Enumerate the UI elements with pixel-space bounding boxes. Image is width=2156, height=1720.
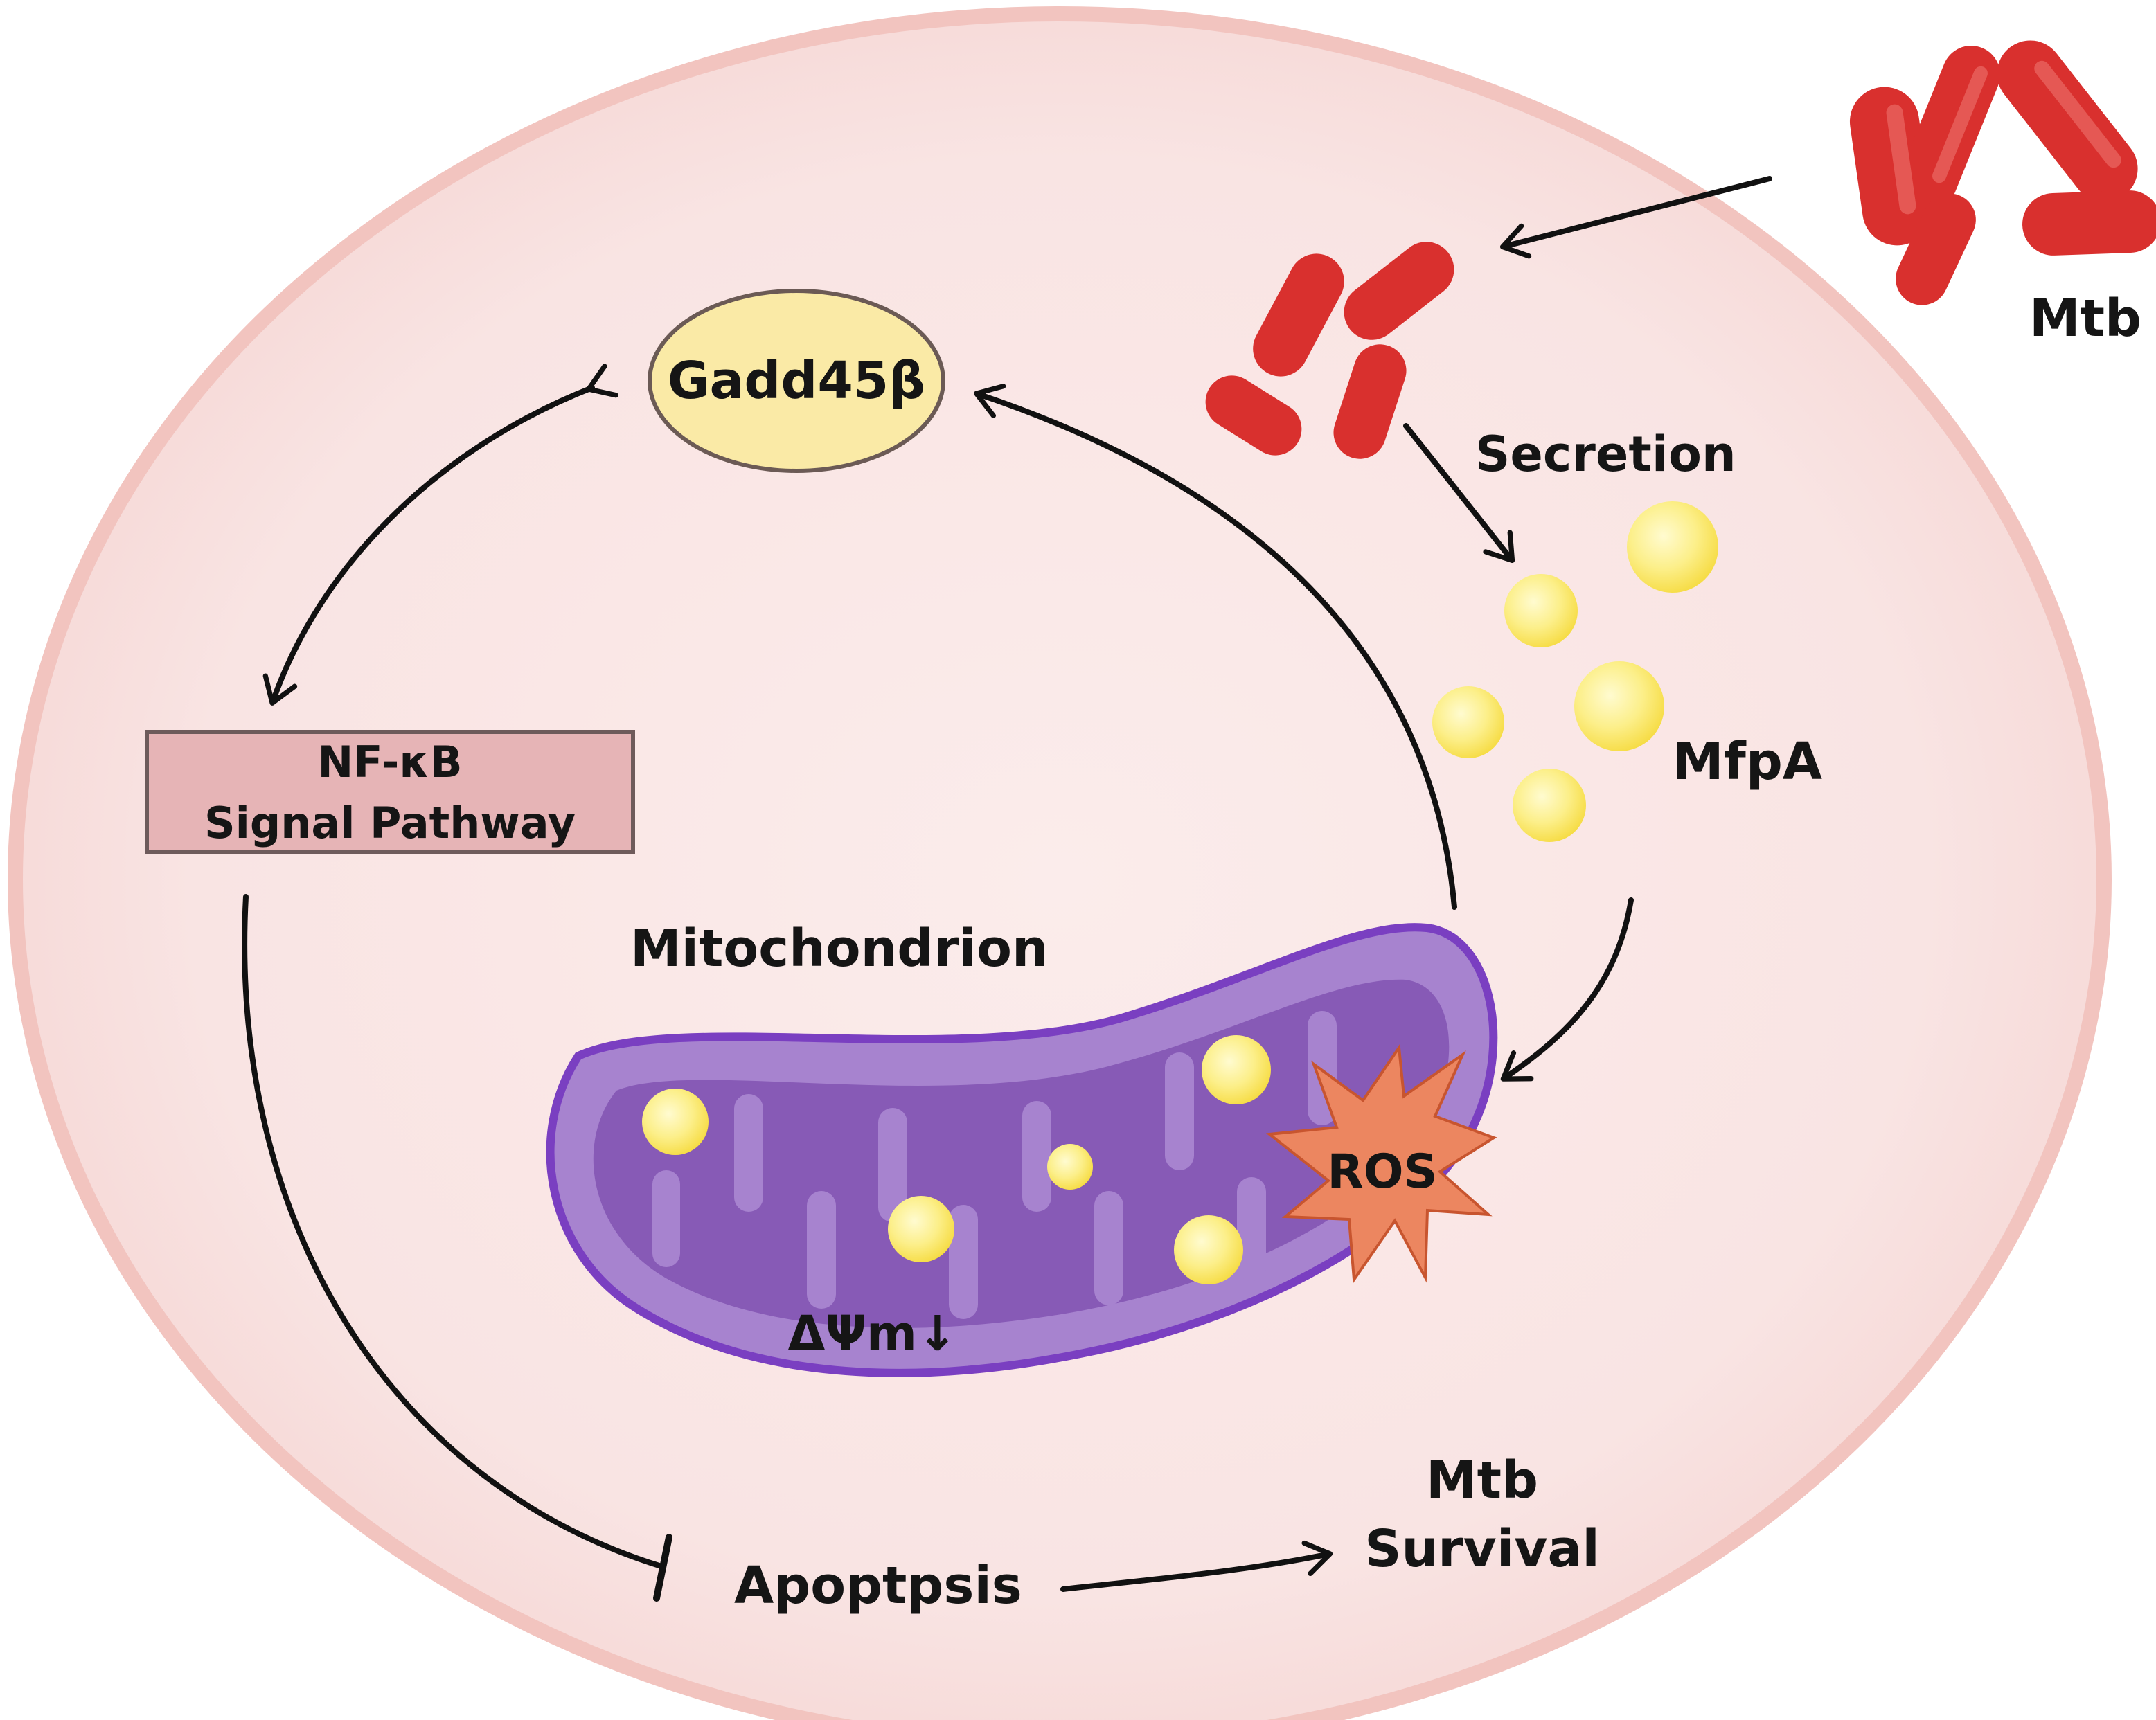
membrane-potential-label: ΔΨm↓ <box>787 1305 957 1362</box>
secretion-label: Secretion <box>1475 426 1736 483</box>
apoptosis-label: Apoptpsis <box>734 1556 1022 1615</box>
mito-to-gadd45b-arrow <box>974 384 1457 910</box>
mitochondrion-label: Mitochondrion <box>630 919 1049 978</box>
gadd45b-node <box>648 289 945 473</box>
mfpa-particles <box>1432 501 1718 842</box>
secretion-arrow <box>1403 423 1515 564</box>
intracellular-mtb-bacteria <box>1205 242 1454 459</box>
extracellular-mtb-bacteria <box>1849 40 2156 305</box>
gadd45b-label: Gadd45β <box>668 351 926 411</box>
mfpa-label: MfpA <box>1673 732 1822 791</box>
mtb-outside-label: Mtb <box>2029 289 2141 348</box>
apoptosis-to-survival-arrow <box>1060 1540 1333 1592</box>
nfkb-inhibits-apoptosis <box>242 894 664 1569</box>
survival-label-line2: Survival <box>1364 1519 1600 1579</box>
survival-label-line1: Mtb <box>1426 1451 1538 1510</box>
nfkb-label-line2: Signal Pathway <box>204 798 576 848</box>
ros-label: ROS <box>1327 1145 1437 1199</box>
host-cell <box>8 6 2112 1720</box>
mitochondrion <box>546 923 1498 1377</box>
ros-burst <box>1265 1043 1497 1284</box>
inhibition-bar <box>653 1534 672 1602</box>
nfkb-label-line1: NF-κB <box>317 737 462 787</box>
entry-arrow <box>1499 176 1772 259</box>
gadd45b-nfkb-bidirectional-arrow <box>262 364 618 706</box>
mfpa-to-ros-arrow <box>1500 897 1634 1082</box>
nfkb-pathway-box <box>145 730 635 854</box>
